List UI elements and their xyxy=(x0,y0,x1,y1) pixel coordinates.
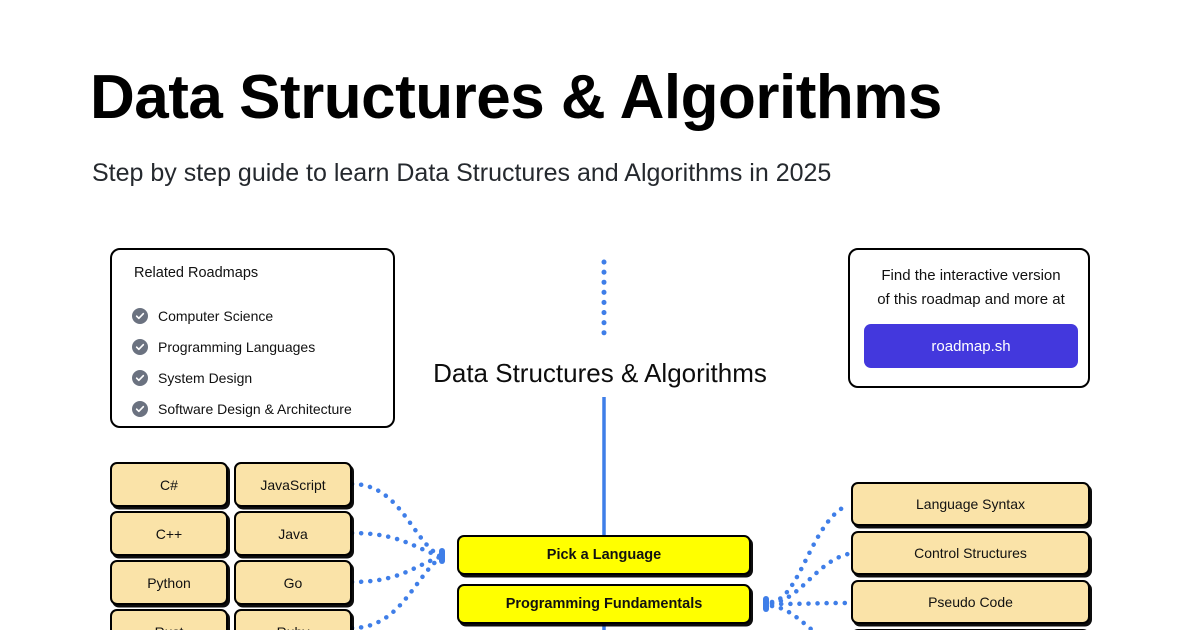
language-node-cpp[interactable]: C++ xyxy=(110,511,228,556)
link-left-4 xyxy=(349,555,443,630)
fundamentals-node-language-syntax[interactable]: Language Syntax xyxy=(851,482,1090,526)
check-circle-icon xyxy=(132,400,148,417)
language-node-csharp[interactable]: C# xyxy=(110,462,228,507)
related-roadmap-item[interactable]: Computer Science xyxy=(132,302,382,329)
link-right-2 xyxy=(769,551,851,606)
language-node-java[interactable]: Java xyxy=(234,511,352,556)
interactive-version-line2: of this roadmap and more at xyxy=(877,291,1065,308)
link-right-1 xyxy=(769,502,851,605)
language-node-rust[interactable]: Rust xyxy=(110,609,228,630)
related-roadmap-item[interactable]: Programming Languages xyxy=(132,333,382,360)
related-roadmap-item[interactable]: System Design xyxy=(132,364,382,391)
check-circle-icon xyxy=(132,307,148,324)
related-roadmap-label: Programming Languages xyxy=(158,338,316,355)
related-roadmaps-card: Related Roadmaps Computer Science Progra… xyxy=(110,248,395,428)
related-roadmaps-heading: Related Roadmaps xyxy=(134,265,259,281)
related-roadmaps-list: Computer Science Programming Languages S… xyxy=(132,302,382,426)
link-right-4 xyxy=(769,603,816,630)
related-roadmap-label: Computer Science xyxy=(158,307,274,324)
link-left-3 xyxy=(349,554,443,585)
fundamentals-node-control-structures[interactable]: Control Structures xyxy=(851,531,1090,575)
link-left-1 xyxy=(349,481,443,559)
link-right-3 xyxy=(769,600,851,607)
check-circle-icon xyxy=(132,338,148,355)
interactive-version-card: Find the interactive version of this roa… xyxy=(848,248,1090,388)
roadmap-sh-button[interactable]: roadmap.sh xyxy=(864,324,1078,368)
link-left-2 xyxy=(349,530,443,559)
language-node-go[interactable]: Go xyxy=(234,560,352,605)
interactive-version-text: Find the interactive version of this roa… xyxy=(850,264,1092,312)
related-roadmap-item[interactable]: Software Design & Architecture xyxy=(132,395,382,422)
language-node-python[interactable]: Python xyxy=(110,560,228,605)
related-roadmap-label: Software Design & Architecture xyxy=(158,400,352,417)
language-node-javascript[interactable]: JavaScript xyxy=(234,462,352,507)
page-title: Data Structures & Algorithms xyxy=(90,63,942,132)
primary-node-pick-a-language[interactable]: Pick a Language xyxy=(457,535,751,575)
interactive-version-line1: Find the interactive version xyxy=(881,267,1061,284)
language-node-ruby[interactable]: Ruby xyxy=(234,609,352,630)
related-roadmap-label: System Design xyxy=(158,369,253,386)
fundamentals-node-pseudo-code[interactable]: Pseudo Code xyxy=(851,580,1090,624)
check-circle-icon xyxy=(132,369,148,386)
page-subtitle: Step by step guide to learn Data Structu… xyxy=(92,159,832,187)
primary-node-programming-fundamentals[interactable]: Programming Fundamentals xyxy=(457,584,751,624)
roadmap-center-title: Data Structures & Algorithms xyxy=(433,358,767,388)
